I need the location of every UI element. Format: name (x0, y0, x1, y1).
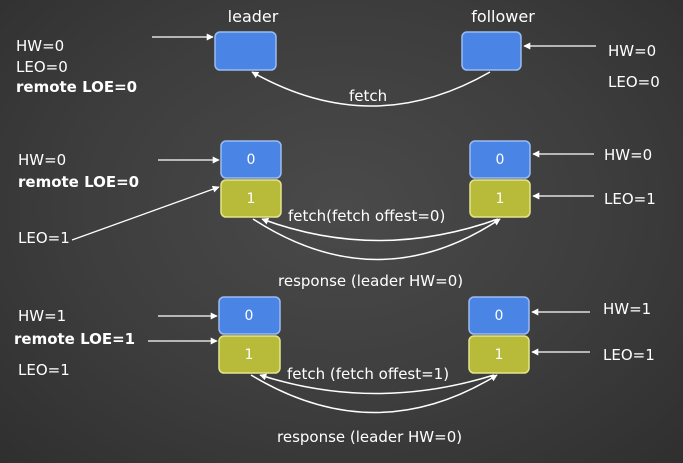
follower-offset-0-box (468, 296, 530, 335)
follower-offset-1-box (469, 179, 531, 218)
leader-offset-1-box (218, 335, 281, 374)
follower-title: follower (471, 7, 535, 26)
follower-offset-0-box (469, 140, 531, 179)
stage-2: 0 1 0 1 HW=0 remote LOE=0 LEO=1 HW=0 LEO… (18, 140, 656, 290)
fetch-label-3: fetch (fetch offest=1) (287, 365, 449, 383)
leader-title: leader (228, 7, 279, 26)
follower-offset-1-label: 1 (495, 347, 504, 363)
fetch-label-2: fetch(fetch offest=0) (288, 207, 445, 225)
response-label-2: response (leader HW=0) (278, 272, 463, 290)
leader-remote-leo-label: remote LOE=0 (16, 78, 137, 96)
leader-leo-label: LEO=1 (18, 229, 70, 247)
response-arrow-3 (250, 374, 498, 414)
leader-leo-label: LEO=1 (18, 361, 70, 379)
follower-leo-label: LEO=1 (604, 190, 656, 208)
follower-leo-label: LEO=0 (608, 73, 660, 91)
leader-leo-label: LEO=0 (16, 58, 68, 76)
leader-offset-1-box (220, 179, 282, 218)
follower-offset-0-label: 0 (495, 308, 504, 324)
leader-hw-label: HW=0 (16, 37, 64, 55)
leader-remote-leo-label: remote LOE=1 (14, 330, 135, 348)
leader-offset-0-box (220, 140, 282, 179)
follower-leo-label: LEO=1 (603, 346, 655, 364)
follower-offset-1-label: 1 (496, 191, 505, 207)
leader-offset-1-label: 1 (247, 191, 256, 207)
leader-log-box (214, 31, 277, 71)
response-label-3: response (leader HW=0) (277, 428, 462, 446)
follower-offset-0-label: 0 (496, 152, 505, 168)
stage-1: leader follower HW=0 LEO=0 remote LOE=0 … (16, 7, 660, 107)
response-arrow-2 (252, 218, 501, 261)
follower-log-box (461, 31, 522, 71)
follower-hw-label: HW=0 (604, 146, 652, 164)
leader-remote-leo-label: remote LOE=0 (18, 173, 139, 191)
leader-leo-pointer (71, 185, 220, 241)
leader-offset-1-label: 1 (245, 347, 254, 363)
leader-offset-0-box (218, 296, 281, 335)
leader-offset-0-label: 0 (245, 308, 254, 324)
follower-hw-label: HW=1 (603, 300, 651, 318)
leader-offset-0-label: 0 (247, 152, 256, 168)
follower-offset-1-box (468, 335, 530, 374)
leader-hw-label: HW=0 (18, 151, 66, 169)
fetch-arrow-1 (251, 71, 491, 107)
leader-hw-label: HW=1 (18, 307, 66, 325)
follower-hw-label: HW=0 (608, 42, 656, 60)
fetch-arrow-2 (261, 217, 499, 242)
fetch-label-1: fetch (349, 87, 387, 105)
stage-3: 0 1 0 1 HW=1 remote LOE=1 LEO=1 HW=1 LEO… (14, 296, 655, 446)
fetch-arrow-3 (259, 373, 495, 395)
